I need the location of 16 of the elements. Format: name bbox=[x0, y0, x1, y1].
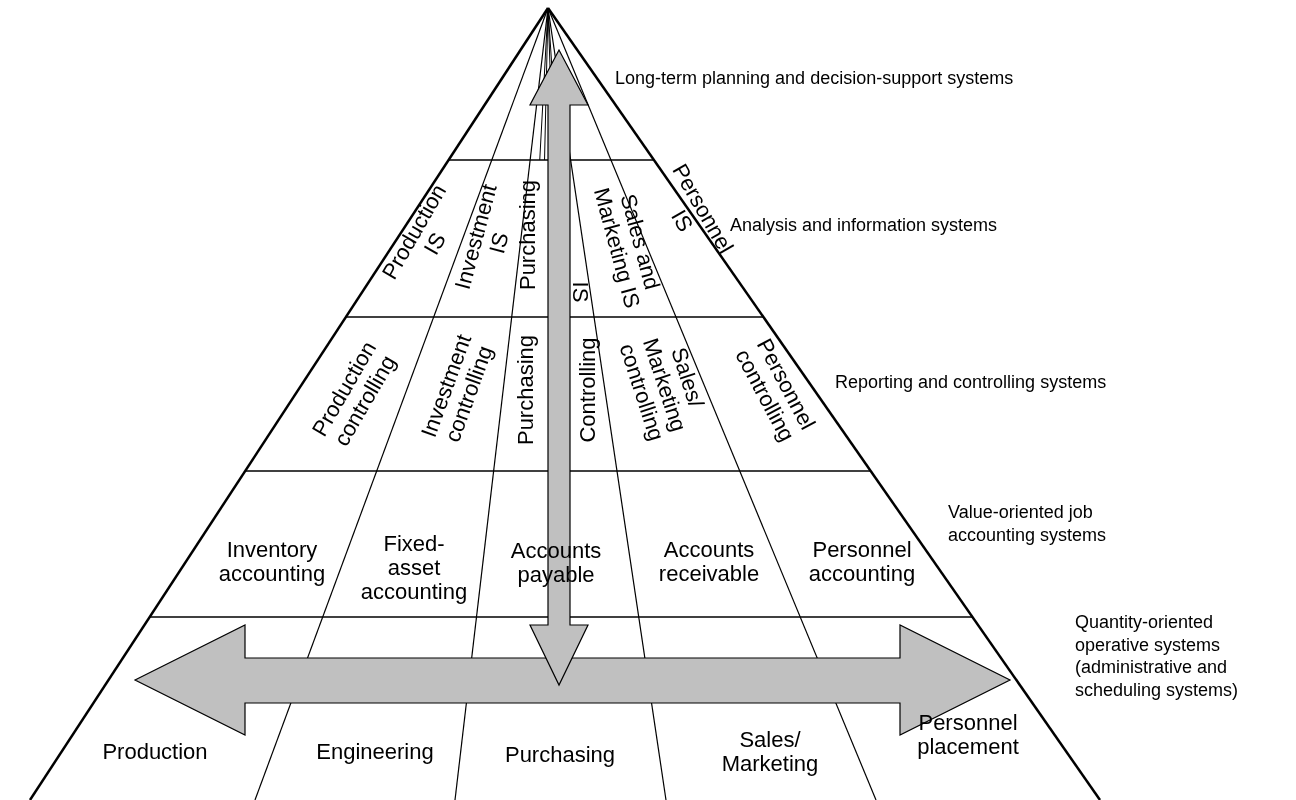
segment-label: Inventory accounting bbox=[217, 537, 327, 587]
segment-label: Personnel accounting bbox=[807, 537, 917, 587]
segment-label: Personnel placement bbox=[916, 710, 1020, 760]
level-label: Long-term planning and decision-support systems bbox=[615, 67, 1014, 90]
level-label: Quantity-oriented operative systems (administrative and scheduling systems) bbox=[1075, 611, 1240, 701]
level-label: Reporting and controlling systems bbox=[835, 371, 1107, 394]
segment-label: Purchasing bbox=[513, 334, 539, 446]
segment-label: Sales/ Marketing bbox=[720, 727, 820, 777]
segment-label: Controlling bbox=[575, 337, 601, 443]
segment-label: Production bbox=[102, 739, 208, 765]
segment-label: Purchasing bbox=[515, 179, 541, 291]
segment-label: Purchasing bbox=[504, 742, 616, 768]
segment-label: Accounts receivable bbox=[657, 537, 761, 587]
level-label: Value-oriented job accounting systems bbox=[948, 501, 1108, 546]
segment-label: Fixed- asset accounting bbox=[359, 531, 469, 605]
segment-label: Engineering bbox=[316, 739, 434, 765]
